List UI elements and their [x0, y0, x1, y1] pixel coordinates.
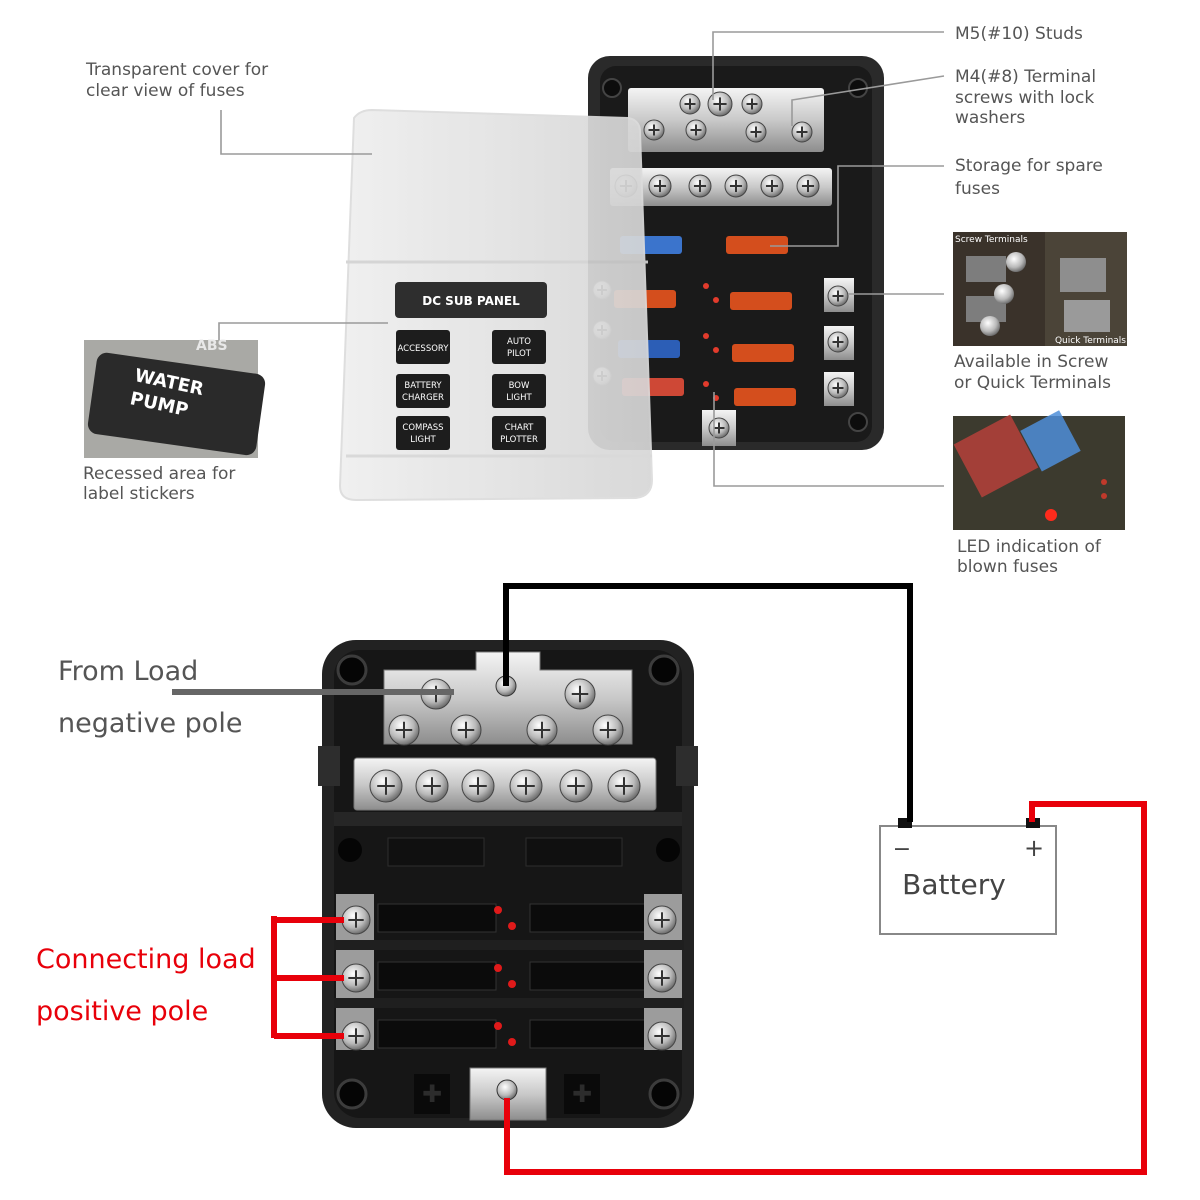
label-area-callout-line-1: Recessed area for	[83, 464, 235, 484]
cover-label-text: BATTERY	[404, 381, 442, 391]
cover-callout-line-2: clear view of fuses	[86, 81, 245, 101]
cover-label-plates: ACCESSORY AUTO PILOT BATTERY CHARGER BOW LIGHT…	[396, 330, 546, 450]
terminal-screw	[341, 963, 371, 993]
cover-label-text: LIGHT	[506, 393, 532, 403]
cover-label-text: CHART	[505, 423, 534, 433]
svg-text:✚: ✚	[422, 1080, 442, 1108]
cover-label-plate	[492, 330, 546, 364]
fuse	[726, 236, 788, 254]
cover-label-text: AUTO	[507, 337, 531, 347]
terminal-screw	[341, 905, 371, 935]
terminal-screw	[647, 905, 677, 935]
top-callout-texts: Transparent cover for clear view of fuse…	[83, 24, 1111, 577]
bus-screw	[648, 174, 672, 198]
bus-screw	[724, 174, 748, 198]
label-area-callout-line-2: label stickers	[83, 484, 195, 504]
top-led-indicators	[703, 283, 719, 401]
terminal-screw	[647, 963, 677, 993]
bus-screw	[461, 769, 495, 803]
bus-screw	[791, 121, 813, 143]
battery-plus-sign: +	[1024, 834, 1044, 862]
cover-title: DC SUB PANEL	[422, 294, 520, 308]
stud	[707, 91, 733, 117]
bus-screw	[559, 769, 593, 803]
cover-label-plate	[492, 374, 546, 408]
svg-text:✚: ✚	[572, 1080, 592, 1108]
bus-screw	[796, 174, 820, 198]
battery-label: Battery	[902, 868, 1006, 901]
bus-screw	[388, 714, 420, 746]
cover-label-text: BOW	[509, 381, 530, 391]
negative-wire	[503, 583, 913, 822]
positive-stud	[496, 1079, 518, 1101]
label-sticker-inset: ABS WATER PUMP	[84, 338, 266, 458]
cover-label-text: COMPASS	[402, 423, 443, 433]
connecting-load-line-2: positive pole	[36, 996, 208, 1027]
bus-screw	[564, 678, 596, 710]
terminal-screws-line-2: screws with lock	[955, 88, 1094, 108]
from-load-line-2: negative pole	[58, 708, 242, 739]
cover-label-text: ACCESSORY	[398, 344, 450, 354]
terminal-screws-line-3: washers	[955, 108, 1025, 128]
terminals-inset: Screw Terminals Quick Terminals	[953, 232, 1127, 346]
bus-screw	[415, 769, 449, 803]
callout-leader-lines	[218, 31, 945, 487]
terminal-screw	[341, 1021, 371, 1051]
fuse	[732, 344, 794, 362]
sticker-partial-text: ABS	[196, 338, 228, 354]
bus-screw	[688, 174, 712, 198]
bus-screw	[509, 769, 543, 803]
bottom-screws	[341, 675, 677, 1101]
screw-terminals-label: Screw Terminals	[955, 235, 1028, 245]
led-callout-line-2: blown fuses	[957, 557, 1058, 577]
wiring-labels: From Load negative pole Connecting load …	[36, 656, 256, 1027]
from-load-line-1: From Load	[58, 656, 198, 687]
terminal-screw	[647, 1021, 677, 1051]
cover-label-text: PLOTTER	[500, 435, 538, 445]
studs-callout: M5(#10) Studs	[955, 24, 1083, 44]
terminal-screw	[827, 285, 849, 307]
bus-screw	[760, 174, 784, 198]
bus-screw	[741, 93, 763, 115]
positive-wire	[504, 801, 1147, 1175]
cover-label-plate	[396, 374, 450, 408]
terminal-screw	[827, 331, 849, 353]
battery: − + Battery	[879, 818, 1057, 935]
cover-label-plate	[396, 416, 450, 450]
cover-label-plate	[396, 330, 450, 364]
bottom-fuse-box: ✚ ✚	[318, 640, 698, 1128]
terminal-screws-line-1: M4(#8) Terminal	[955, 67, 1096, 87]
bus-screw	[685, 119, 707, 141]
cover-label-text: LIGHT	[410, 435, 436, 445]
bus-screw	[450, 714, 482, 746]
led-inset	[953, 410, 1125, 530]
cover-callout-line-1: Transparent cover for	[85, 60, 268, 80]
bus-screw	[607, 769, 641, 803]
stud	[708, 417, 730, 439]
bus-screw	[679, 93, 701, 115]
bus-screw	[592, 714, 624, 746]
load-positive-wires	[271, 916, 344, 1039]
connecting-load-line-1: Connecting load	[36, 944, 256, 975]
cover-label-text: PILOT	[507, 349, 532, 359]
terminal-screw	[827, 377, 849, 399]
bus-screw	[526, 714, 558, 746]
fuse	[734, 388, 796, 406]
storage-callout-line-2: fuses	[955, 179, 1000, 199]
bus-screw	[369, 769, 403, 803]
cover-label-text: CHARGER	[402, 393, 444, 403]
terminals-callout-line-2: or Quick Terminals	[954, 373, 1111, 393]
fuse	[730, 292, 792, 310]
battery-minus-sign: −	[893, 837, 911, 862]
terminals-callout-line-1: Available in Screw	[954, 352, 1108, 372]
bus-screw	[745, 121, 767, 143]
cover-title-plate	[395, 282, 547, 318]
bottom-led-indicators	[494, 906, 516, 1046]
storage-callout-line-1: Storage for spare	[955, 156, 1103, 176]
bus-screw	[643, 119, 665, 141]
quick-terminals-label: Quick Terminals	[1055, 336, 1126, 346]
cover-label-plate	[492, 416, 546, 450]
led-callout-line-1: LED indication of	[957, 537, 1102, 557]
